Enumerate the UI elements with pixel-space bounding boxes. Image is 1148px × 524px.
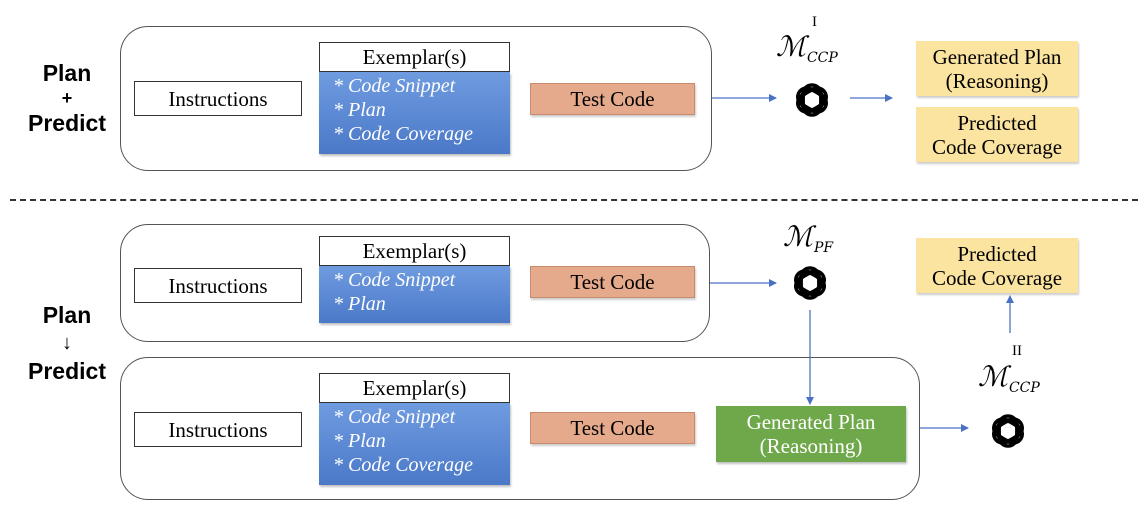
exemplar-code-snippet: * Code Snippet — [333, 269, 456, 291]
label-down-arrow: ↓ — [62, 332, 72, 354]
model-roman-1: I — [812, 14, 817, 30]
exemplars-header: Exemplar(s) — [319, 42, 510, 72]
exemplars-body: * Code Snippet * Plan — [319, 266, 510, 323]
predicted-line1: Predicted — [957, 241, 1037, 266]
exemplar-code-coverage: * Code Coverage — [333, 454, 473, 476]
exemplars-body: * Code Snippet * Plan * Code Coverage — [319, 72, 510, 154]
test-code-box: Test Code — [530, 412, 695, 444]
generated-plan-box-top: Generated Plan (Reasoning) — [916, 41, 1078, 96]
plan-predict-label: Plan + Predict — [12, 58, 122, 138]
model-symbol: ℳ — [978, 360, 1008, 393]
exemplar-code-snippet: * Code Snippet — [333, 75, 456, 97]
exemplar-plan: * Plan — [333, 293, 386, 315]
model-subscript: PF — [813, 240, 834, 256]
generated-plan-line1: Generated Plan — [932, 44, 1062, 69]
test-code-box: Test Code — [530, 83, 695, 115]
label-predict: Predict — [28, 110, 106, 136]
model-pf-label: ℳPF — [783, 220, 833, 256]
predicted-line2: Code Coverage — [931, 134, 1063, 159]
section-divider — [10, 199, 1138, 201]
openai-logo-icon — [790, 265, 830, 301]
label-plan: Plan — [42, 60, 92, 86]
test-code-box: Test Code — [530, 266, 695, 298]
generated-plan-box-bottom: Generated Plan (Reasoning) — [716, 406, 906, 462]
model-symbol: ℳ — [776, 30, 806, 63]
openai-logo-icon — [988, 413, 1028, 449]
exemplars-header: Exemplar(s) — [319, 373, 510, 403]
label-plan: Plan — [42, 302, 92, 328]
label-predict: Predict — [28, 358, 106, 384]
exemplar-code-coverage: * Code Coverage — [333, 123, 473, 145]
model-roman-2: II — [1012, 343, 1022, 359]
model-ccp-label-1: ℳCCP — [776, 30, 838, 66]
predicted-line2: Code Coverage — [931, 265, 1063, 290]
exemplar-plan: * Plan — [333, 430, 386, 452]
generated-plan-line2: (Reasoning) — [759, 434, 863, 458]
predicted-coverage-box-bottom: Predicted Code Coverage — [916, 238, 1078, 293]
openai-logo-icon — [792, 82, 832, 118]
model-subscript: CCP — [1008, 380, 1040, 396]
exemplars-body: * Code Snippet * Plan * Code Coverage — [319, 403, 510, 485]
model-symbol: ℳ — [783, 220, 813, 253]
label-plus: + — [61, 88, 73, 108]
plan-then-predict-label: Plan ↓ Predict — [12, 300, 122, 386]
exemplar-code-snippet: * Code Snippet — [333, 406, 456, 428]
instructions-box: Instructions — [134, 81, 302, 116]
model-subscript: CCP — [806, 50, 838, 66]
instructions-box: Instructions — [134, 412, 302, 447]
generated-plan-line1: Generated Plan — [746, 410, 876, 434]
exemplar-plan: * Plan — [333, 99, 386, 121]
exemplars-header: Exemplar(s) — [319, 236, 510, 266]
predicted-line1: Predicted — [957, 110, 1037, 135]
model-ccp-label-2: ℳCCP — [978, 360, 1040, 396]
predicted-coverage-box-top: Predicted Code Coverage — [916, 107, 1078, 162]
generated-plan-line2: (Reasoning) — [945, 68, 1049, 93]
instructions-box: Instructions — [134, 268, 302, 303]
